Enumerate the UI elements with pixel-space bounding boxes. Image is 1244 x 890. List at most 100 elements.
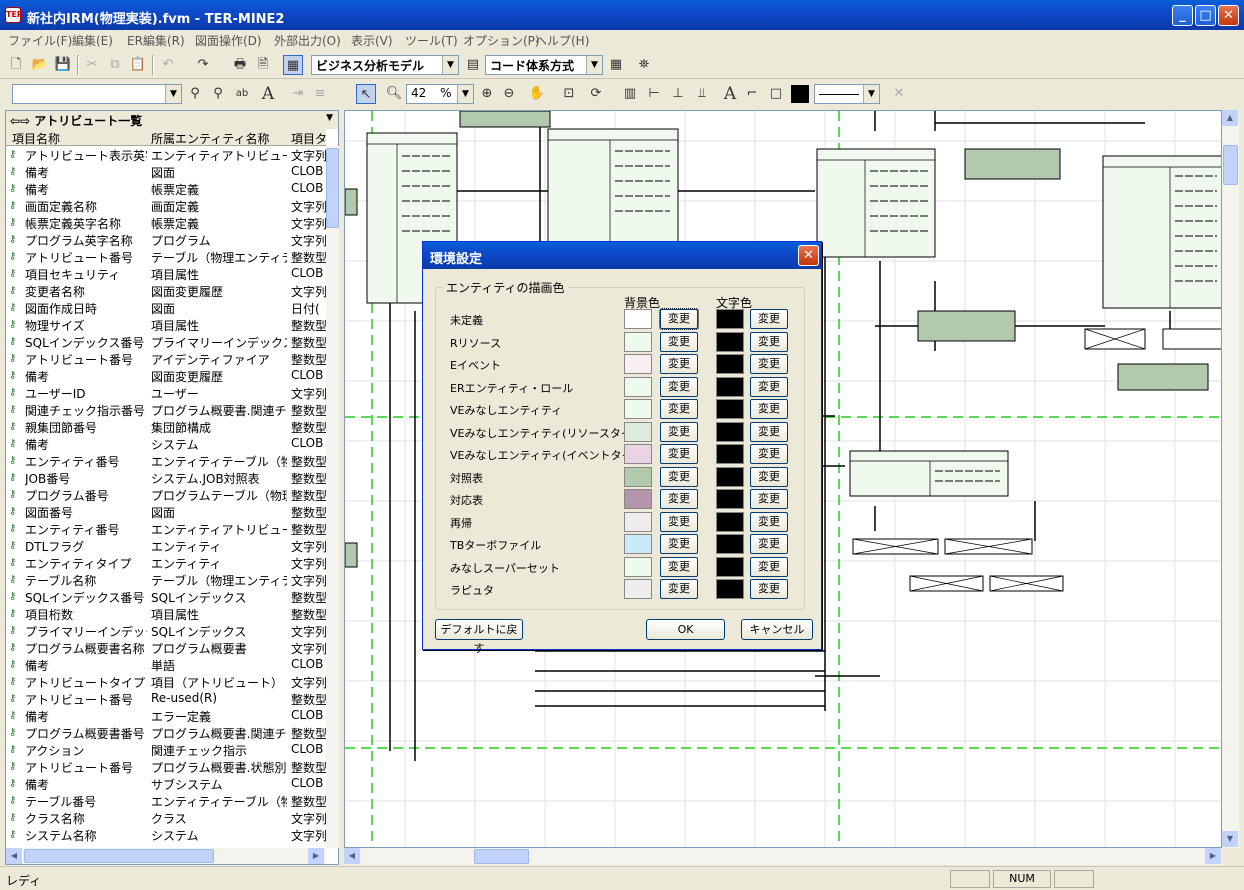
change-bg-button[interactable]: 変更 xyxy=(659,308,699,330)
change-bg-button[interactable]: 変更 xyxy=(660,511,698,532)
font-icon[interactable]: A xyxy=(261,84,275,104)
chevron-down-icon[interactable]: ▼ xyxy=(442,56,458,74)
change-bg-button[interactable]: 変更 xyxy=(660,399,698,419)
maximize-icon[interactable]: □ xyxy=(1195,5,1216,26)
hand-icon[interactable]: ✋ xyxy=(528,86,546,101)
list-item[interactable]: ⚷帳票定義英字名称帳票定義文字列 xyxy=(6,214,326,231)
column-header-name[interactable]: 項目名称 xyxy=(12,132,61,146)
save-icon[interactable]: 💾 xyxy=(54,57,72,72)
text-icon[interactable]: A xyxy=(723,84,737,104)
insert-icon[interactable]: ⇥ xyxy=(292,86,304,101)
menu-drawing[interactable]: 図面操作(D) xyxy=(195,34,262,48)
system-combo[interactable]: コード体系方式 ▼ xyxy=(485,55,603,75)
scroll-thumb[interactable] xyxy=(474,849,529,864)
chevron-down-icon[interactable]: ▼ xyxy=(863,85,879,103)
ok-button[interactable]: OK xyxy=(646,619,725,640)
paste-icon[interactable]: 📋 xyxy=(129,57,147,72)
open-folder-icon[interactable]: 📂 xyxy=(31,57,49,72)
list-item[interactable]: ⚷エンティティ番号エンティティアトリビュート…整数型 xyxy=(6,520,326,537)
entity-icon[interactable]: ▥ xyxy=(623,86,637,101)
change-bg-button[interactable]: 変更 xyxy=(660,579,698,599)
zoom-in-icon[interactable]: ⊕ xyxy=(481,86,493,101)
redo-icon[interactable]: ↷ xyxy=(197,57,209,72)
new-file-icon[interactable]: 🗋 xyxy=(10,57,22,72)
print-icon[interactable]: 🖶 xyxy=(233,57,247,72)
cancel-button[interactable]: キャンセル xyxy=(741,619,813,640)
close-icon[interactable]: ✕ xyxy=(1218,5,1239,26)
line-icon[interactable]: ⌐ xyxy=(746,86,758,101)
menu-tools[interactable]: ツール(T) xyxy=(405,34,458,48)
change-fg-button[interactable]: 変更 xyxy=(750,331,788,352)
copy-icon[interactable]: ⧉ xyxy=(110,57,120,72)
change-fg-button[interactable]: 変更 xyxy=(750,376,788,397)
close-icon[interactable]: ✕ xyxy=(798,245,819,266)
column-header-entity[interactable]: 所属エンティティ名称 xyxy=(151,132,270,146)
relation-icon[interactable]: ⊢ xyxy=(648,86,660,101)
change-fg-button[interactable]: 変更 xyxy=(750,444,788,464)
change-bg-button[interactable]: 変更 xyxy=(660,466,698,487)
menu-file[interactable]: ファイル(F) xyxy=(8,34,73,48)
list-item[interactable]: ⚷プログラム概要書名称プログラム概要書文字列 xyxy=(6,639,326,656)
scroll-thumb[interactable] xyxy=(24,849,214,863)
scroll-left-icon[interactable]: ◀ xyxy=(344,848,360,864)
change-bg-button[interactable]: 変更 xyxy=(660,489,698,509)
list-item[interactable]: ⚷クラス名称クラス文字列 xyxy=(6,809,326,826)
vertical-scrollbar[interactable] xyxy=(326,146,339,848)
pointer-icon[interactable]: ↖ xyxy=(356,84,376,104)
list-icon[interactable]: ≡ xyxy=(314,86,326,101)
list-item[interactable]: ⚷アトリビュート番号プログラム概要書.状態別…整数型 xyxy=(6,758,326,775)
canvas-vertical-scrollbar[interactable]: ▲ ▼ xyxy=(1222,110,1239,848)
horizontal-scrollbar[interactable]: ◀ ▶ xyxy=(6,848,326,864)
menu-view[interactable]: 表示(V) xyxy=(351,34,393,48)
delete-icon[interactable]: ✕ xyxy=(893,86,905,101)
grid-icon[interactable]: ▦ xyxy=(609,57,623,72)
change-fg-button[interactable]: 変更 xyxy=(750,421,788,442)
list-item[interactable]: ⚷DTLフラグエンティティ文字列 xyxy=(6,537,326,554)
change-bg-button[interactable]: 変更 xyxy=(660,444,698,464)
scroll-right-icon[interactable]: ▶ xyxy=(1205,848,1221,864)
list-item[interactable]: ⚷アトリビュート表示英字…エンティティアトリビュート…文字列 xyxy=(6,146,326,163)
fit-icon[interactable]: ⊡ xyxy=(563,86,575,101)
chevron-down-icon[interactable]: ▼ xyxy=(457,85,473,103)
cut-icon[interactable]: ✂ xyxy=(86,57,98,72)
menu-er-edit[interactable]: ER編集(R) xyxy=(127,34,185,48)
replace-icon[interactable]: ab xyxy=(235,88,249,99)
change-bg-button[interactable]: 変更 xyxy=(660,354,698,374)
find-icon[interactable]: ⚲ xyxy=(190,86,200,101)
print-preview-icon[interactable]: 🗎 xyxy=(257,57,269,72)
scroll-right-icon[interactable]: ▶ xyxy=(308,848,324,864)
list-item[interactable]: ⚷親集団節番号集団節構成整数型 xyxy=(6,418,326,435)
change-bg-button[interactable]: 変更 xyxy=(660,421,698,442)
list-item[interactable]: ⚷システム名称システム文字列 xyxy=(6,826,326,843)
grid-icon[interactable]: ▤ xyxy=(466,57,480,72)
change-fg-button[interactable]: 変更 xyxy=(750,556,788,577)
minimize-icon[interactable]: _ xyxy=(1172,5,1193,26)
change-bg-button[interactable]: 変更 xyxy=(660,376,698,397)
refresh-icon[interactable]: ⟳ xyxy=(590,86,602,101)
diagram-view-icon[interactable]: ▦ xyxy=(283,55,303,75)
change-fg-button[interactable]: 変更 xyxy=(750,489,788,509)
chevron-down-icon[interactable]: ▼ xyxy=(586,56,602,74)
model-combo[interactable]: ビジネス分析モデル ▼ xyxy=(311,55,459,75)
attribute-search-combo[interactable]: ▼ xyxy=(12,84,182,104)
list-item[interactable]: ⚷プログラム英字名称プログラム文字列 xyxy=(6,231,326,248)
list-item[interactable]: ⚷画面定義名称画面定義文字列 xyxy=(6,197,326,214)
list-item[interactable]: ⚷エンティティタイプエンティティ文字列 xyxy=(6,554,326,571)
menu-options[interactable]: オプション(P) xyxy=(463,34,540,48)
change-bg-button[interactable]: 変更 xyxy=(660,556,698,577)
list-item[interactable]: ⚷JOB番号システム.JOB対照表整数型 xyxy=(6,469,326,486)
rectangle-icon[interactable]: □ xyxy=(769,86,783,101)
change-fg-button[interactable]: 変更 xyxy=(750,399,788,419)
canvas-horizontal-scrollbar[interactable]: ◀ ▶ xyxy=(344,848,1222,865)
